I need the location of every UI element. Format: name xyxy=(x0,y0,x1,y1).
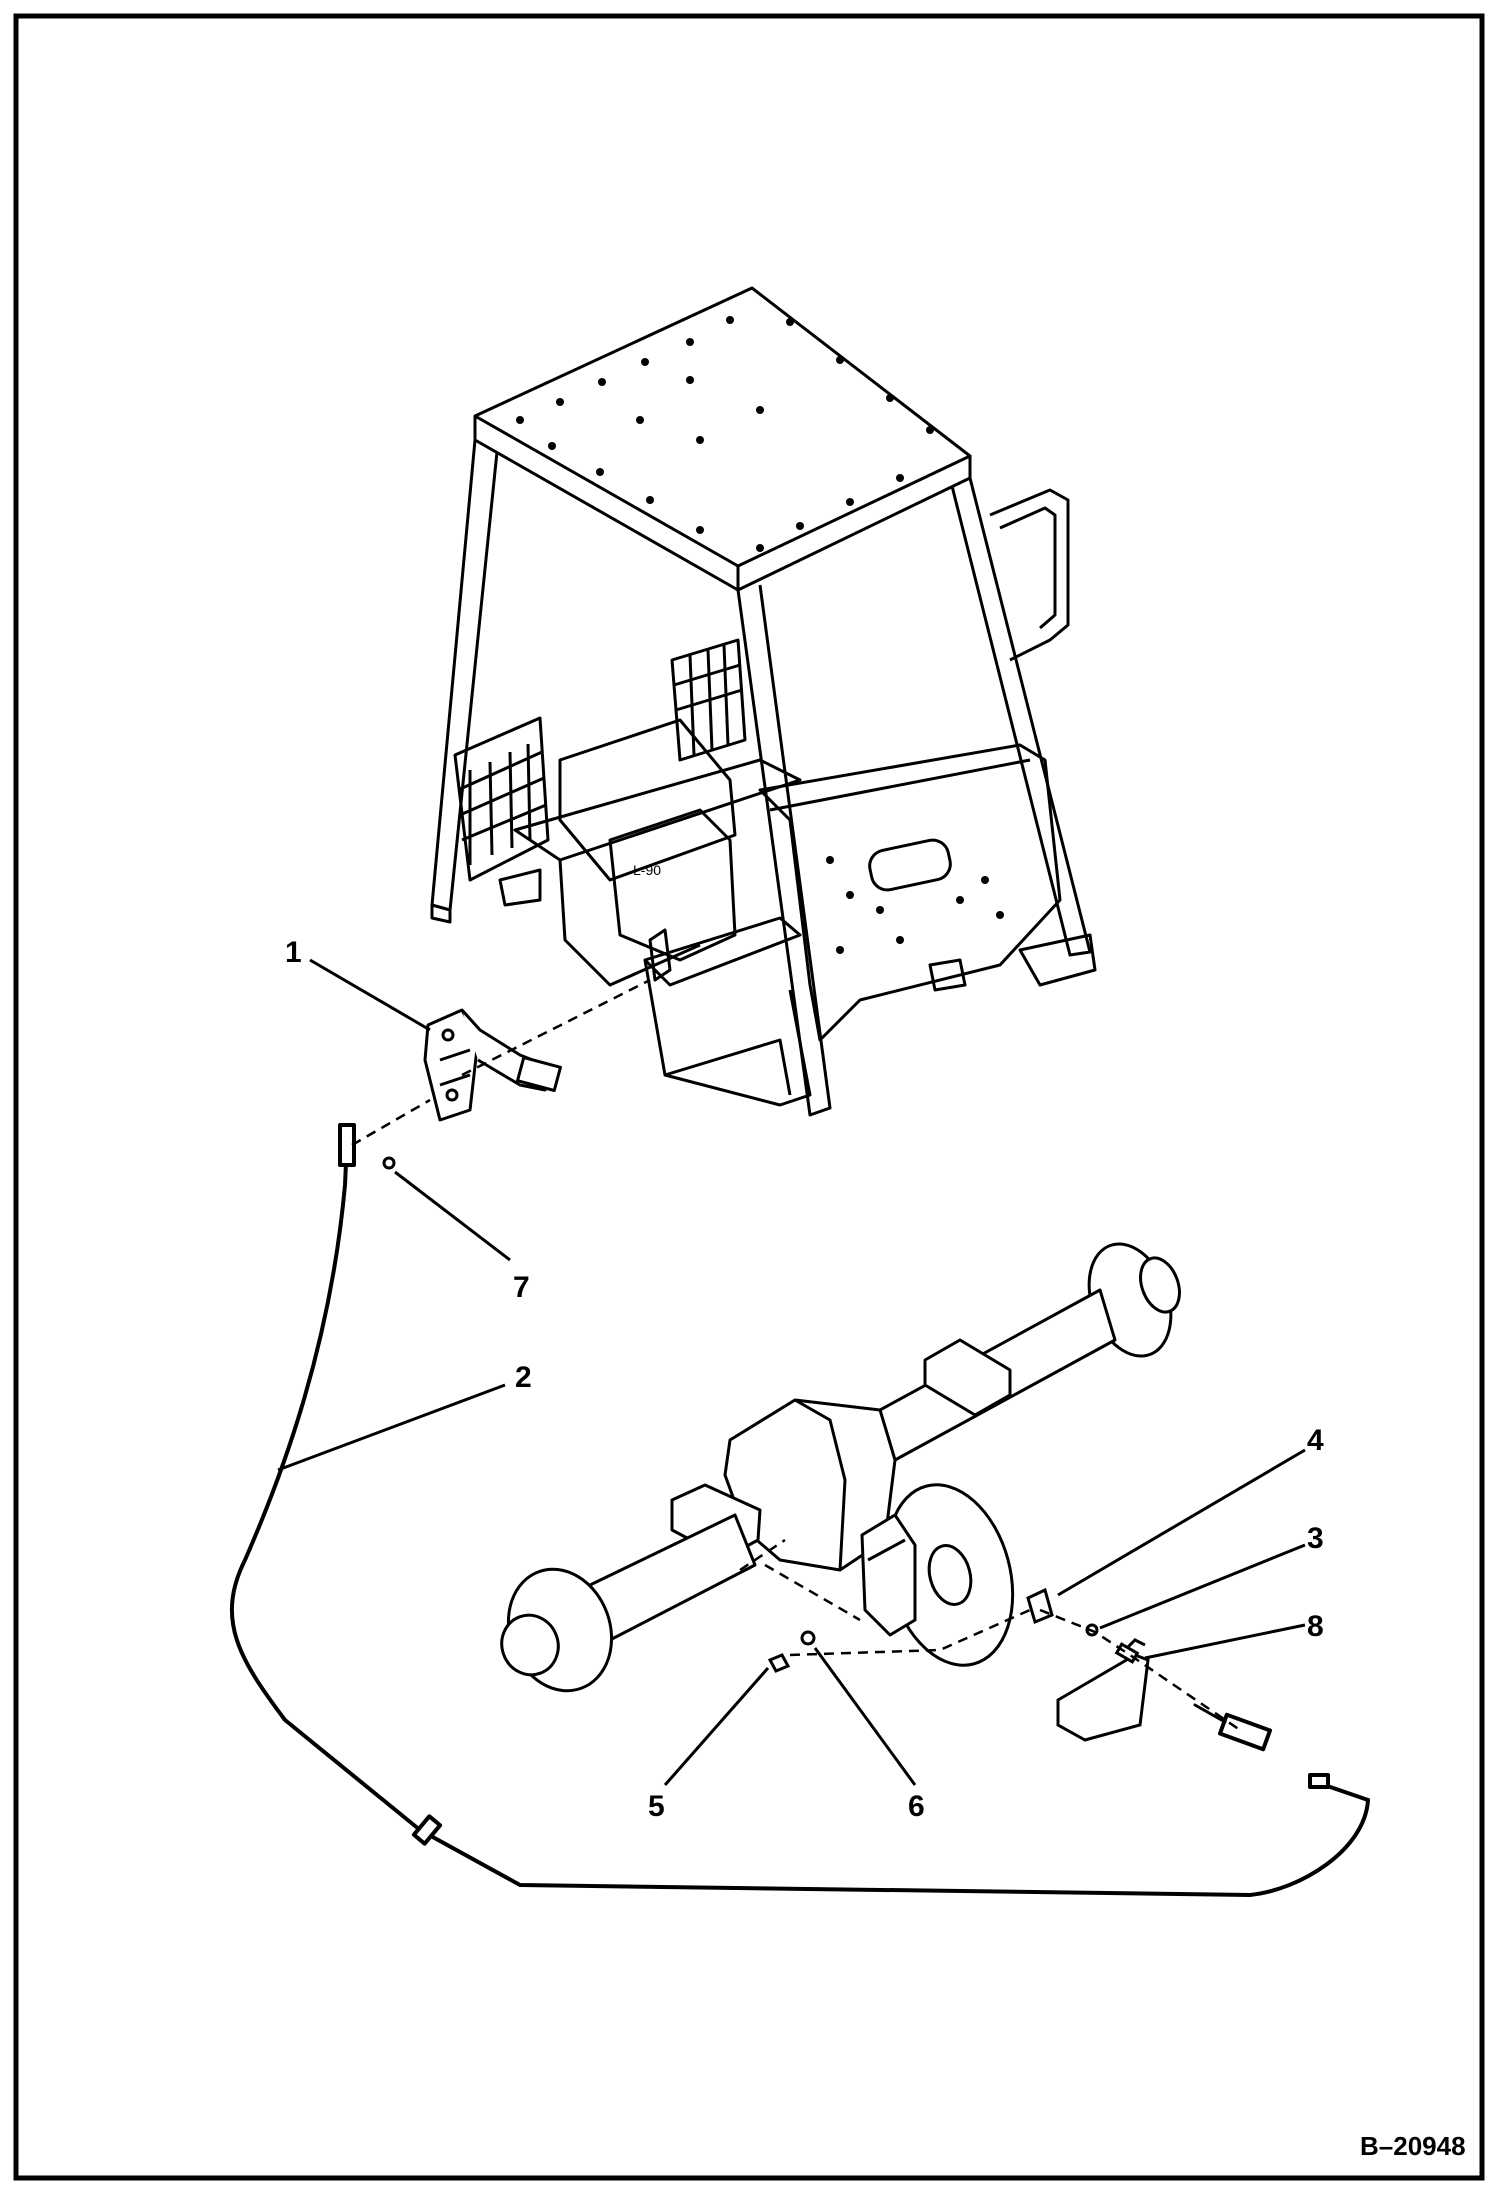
roof-bolts xyxy=(516,316,934,552)
side-screen-center xyxy=(670,638,747,762)
brake-pedal-assembly xyxy=(423,1008,562,1122)
leader-1 xyxy=(309,958,431,1032)
assembly-lines xyxy=(351,978,1241,1732)
callout-8: 8 xyxy=(1307,1610,1324,1643)
small-hardware xyxy=(382,1156,1150,1742)
callout-1: 1 xyxy=(285,936,302,969)
side-panel-bolts xyxy=(826,856,1004,954)
leader-2 xyxy=(277,1383,506,1472)
leader-8 xyxy=(1144,1623,1306,1660)
leader-6 xyxy=(813,1647,917,1786)
figure-number: B–20948 xyxy=(1360,2131,1466,2161)
callout-6: 6 xyxy=(908,1790,925,1823)
callout-7: 7 xyxy=(513,1271,530,1304)
rear-axle xyxy=(500,1242,1181,1693)
svg-text:L-90: L-90 xyxy=(633,862,661,878)
leader-4 xyxy=(1057,1448,1306,1597)
callout-2: 2 xyxy=(515,1361,532,1394)
page-border xyxy=(13,13,1485,2181)
callout-3: 3 xyxy=(1307,1522,1324,1555)
leader-5 xyxy=(663,1667,770,1786)
side-screen-left xyxy=(453,716,550,882)
callout-5: 5 xyxy=(648,1790,665,1823)
leader-7 xyxy=(394,1170,511,1262)
leader-3 xyxy=(1099,1543,1306,1630)
cab-frame: L-90 xyxy=(430,286,1097,1117)
callout-4: 4 xyxy=(1307,1424,1324,1457)
leader-lines xyxy=(277,958,1306,1786)
